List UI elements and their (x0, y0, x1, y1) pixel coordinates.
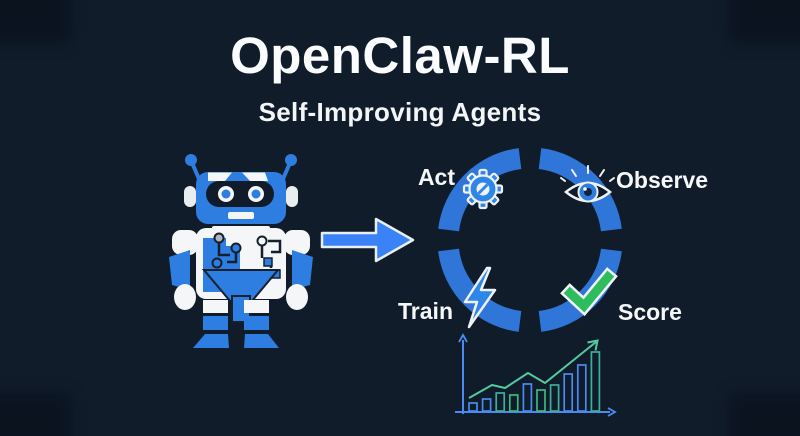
chart-bar (536, 389, 546, 412)
cycle-label-score: Score (618, 299, 682, 325)
chart-bars (468, 351, 601, 412)
cycle-label-train: Train (398, 298, 453, 324)
check-icon (560, 267, 618, 317)
chart-bar (481, 398, 492, 412)
corner-shade (0, 394, 70, 436)
corner-shade (730, 0, 800, 42)
chart-bar (563, 373, 574, 412)
robot-head (184, 172, 298, 224)
robot-legs (193, 269, 281, 348)
chart-bar (522, 383, 533, 412)
cycle-label-observe: Observe (616, 167, 709, 193)
chart-trend-line (468, 341, 597, 399)
corner-shade (730, 394, 800, 436)
chart-bar (590, 351, 601, 412)
robot-illustration (169, 154, 313, 348)
chart-axes (455, 333, 617, 417)
robot-arms (169, 250, 313, 310)
corner-shade (0, 0, 70, 42)
cycle-label-act: Act (417, 164, 455, 190)
flow-arrow (320, 217, 415, 263)
page-subtitle: Self-Improving Agents (258, 97, 542, 127)
chart-bar (468, 402, 478, 412)
robot-antennae (185, 154, 297, 180)
arrow-shape (320, 217, 415, 263)
chart-bar (576, 364, 587, 412)
gear-icon (462, 168, 504, 210)
chart-bar (549, 384, 560, 412)
growth-chart (455, 333, 617, 417)
chart-trend-arrowhead (587, 339, 599, 351)
eye-icon (560, 165, 615, 203)
page-title: OpenClaw-RL (230, 27, 570, 84)
lightning-icon (463, 266, 497, 329)
chart-bar (508, 394, 519, 412)
rl-cycle-diagram (438, 148, 622, 332)
chart-bar (495, 392, 506, 412)
